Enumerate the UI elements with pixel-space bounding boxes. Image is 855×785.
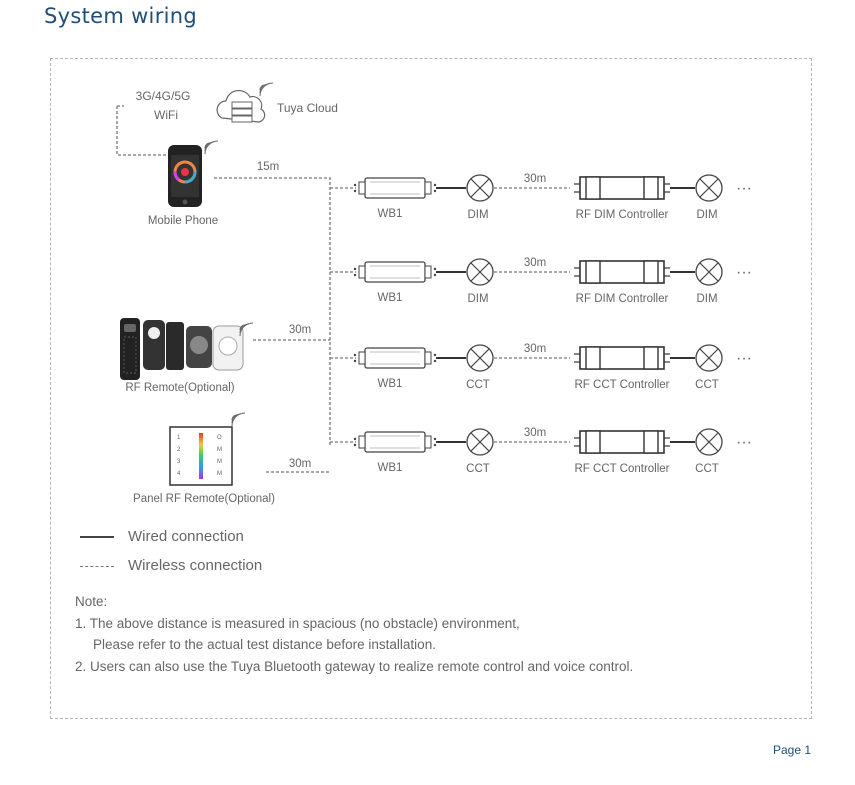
- notes: Note: 1. The above distance is measured …: [75, 591, 633, 677]
- controller-label: RF CCT Controller: [575, 379, 670, 391]
- panel-zone-mark: M: [217, 471, 222, 477]
- legend-wireless: Wireless connection: [80, 557, 262, 574]
- lamp-icon: [695, 344, 723, 372]
- note-1b: Please refer to the actual test distance…: [93, 637, 436, 652]
- rf-remote-icon: [120, 318, 254, 380]
- controller-row: WB1 CCT 30m RF CCT Controller CCT ···: [353, 427, 752, 475]
- mobile-phone-icon: [168, 140, 219, 207]
- rf-controller-icon: [573, 176, 671, 200]
- rf-controller-icon: [573, 430, 671, 454]
- panel-remote-distance: 30m: [289, 458, 311, 470]
- rf-controller-icon: [573, 346, 671, 370]
- load-label: DIM: [467, 209, 488, 221]
- network-label: 3G/4G/5G: [136, 89, 191, 103]
- wifi-label: WiFi: [154, 108, 178, 122]
- lamp-icon: [466, 258, 494, 286]
- panel-zone: 2: [177, 447, 181, 453]
- note-1: 1. The above distance is measured in spa…: [75, 615, 520, 631]
- controller-label: RF CCT Controller: [575, 463, 670, 475]
- wb1-module-icon: [353, 431, 437, 453]
- panel-zone: 1: [177, 435, 181, 441]
- legend-wireless-label: Wireless connection: [128, 557, 263, 574]
- end-load-label: DIM: [696, 293, 717, 305]
- cloud-label: Tuya Cloud: [277, 101, 338, 115]
- wireless-links: [116, 105, 356, 473]
- notes-heading: Note:: [75, 594, 108, 609]
- gateway-label: WB1: [378, 378, 403, 390]
- more-ellipsis: ···: [736, 434, 752, 451]
- lamp-icon: [466, 428, 494, 456]
- panel-zone: 3: [177, 459, 181, 465]
- panel-zone-mark: O: [217, 435, 222, 441]
- diagram-frame: [50, 58, 812, 719]
- legend-wired-label: Wired connection: [128, 528, 244, 545]
- end-load-label: DIM: [696, 209, 717, 221]
- panel-zone-mark: M: [217, 447, 222, 453]
- controller-row: WB1 CCT 30m RF CCT Controller CCT ···: [353, 343, 752, 391]
- dashed-line-icon: [80, 565, 114, 567]
- more-ellipsis: ···: [736, 264, 752, 281]
- panel-zone-labels: 1 2 3 4 O M M M: [177, 435, 222, 477]
- note-2: 2. Users can also use the Tuya Bluetooth…: [75, 658, 634, 674]
- panel-zone: 4: [177, 471, 181, 477]
- lamp-icon: [695, 174, 723, 202]
- legend-wired: Wired connection: [80, 528, 244, 545]
- load-label: CCT: [466, 379, 490, 391]
- wb1-module-icon: [353, 261, 437, 283]
- rf-remote-label: RF Remote(Optional): [125, 382, 234, 394]
- gateway-label: WB1: [378, 292, 403, 304]
- distance-label: 30m: [524, 343, 546, 355]
- distance-label: 30m: [524, 427, 546, 439]
- solid-line-icon: [80, 536, 114, 539]
- controller-row: WB1 DIM 30m RF DIM Controller DIM ···: [353, 257, 752, 305]
- rf-controller-icon: [573, 260, 671, 284]
- page-title: System wiring: [44, 4, 198, 28]
- more-ellipsis: ···: [736, 350, 752, 367]
- load-label: DIM: [467, 293, 488, 305]
- lamp-icon: [466, 174, 494, 202]
- distance-label: 30m: [524, 257, 546, 269]
- rf-remote-distance: 30m: [289, 324, 311, 336]
- load-label: CCT: [466, 463, 490, 475]
- wb1-module-icon: [353, 347, 437, 369]
- controller-label: RF DIM Controller: [576, 209, 669, 221]
- end-load-label: CCT: [695, 379, 719, 391]
- more-ellipsis: ···: [736, 180, 752, 197]
- page-number: Page 1: [773, 743, 812, 757]
- lamp-icon: [466, 344, 494, 372]
- end-load-label: CCT: [695, 463, 719, 475]
- panel-remote-icon: [169, 412, 246, 486]
- phone-distance: 15m: [257, 161, 279, 173]
- cloud-icon: [216, 82, 274, 123]
- controller-row: WB1 DIM 30m RF DIM Controller DIM ···: [353, 173, 752, 221]
- gateway-label: WB1: [378, 208, 403, 220]
- distance-label: 30m: [524, 173, 546, 185]
- phone-label: Mobile Phone: [148, 215, 218, 227]
- wb1-module-icon: [353, 177, 437, 199]
- panel-zone-mark: M: [217, 459, 222, 465]
- controller-label: RF DIM Controller: [576, 293, 669, 305]
- lamp-icon: [695, 428, 723, 456]
- gateway-label: WB1: [378, 462, 403, 474]
- panel-remote-label: Panel RF Remote(Optional): [133, 493, 275, 505]
- lamp-icon: [695, 258, 723, 286]
